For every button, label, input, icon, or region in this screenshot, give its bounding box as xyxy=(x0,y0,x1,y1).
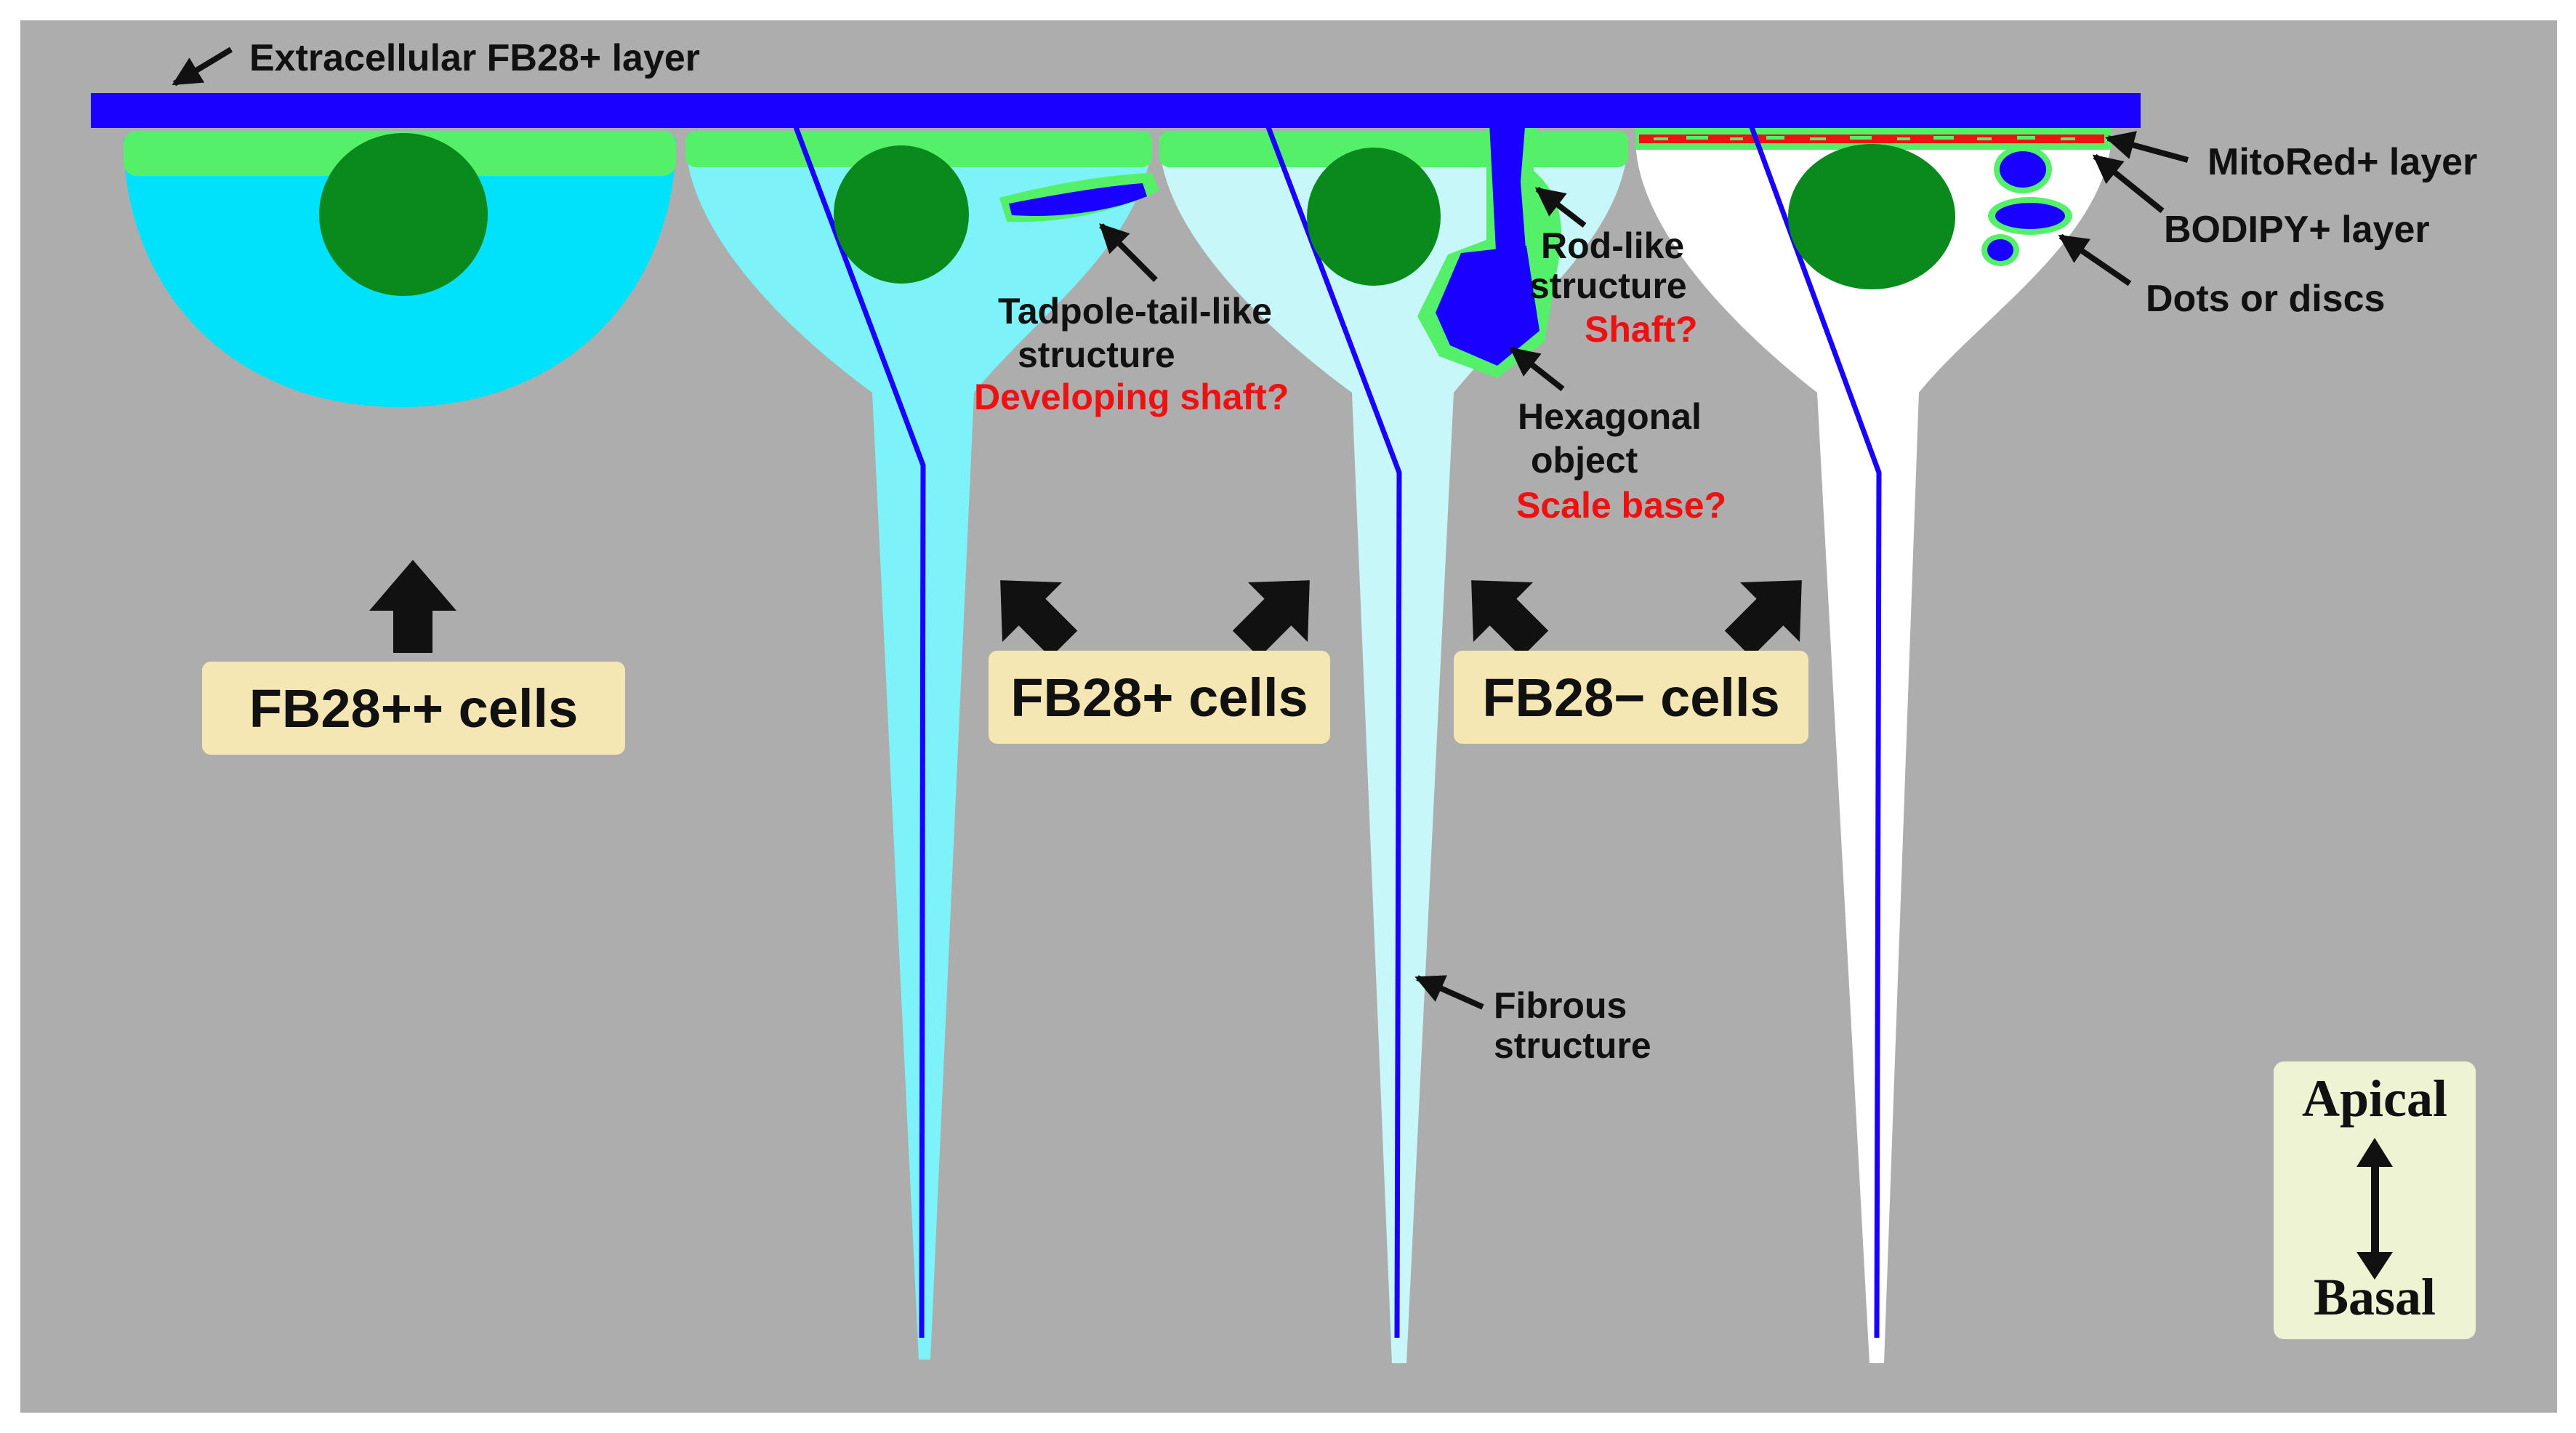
block-arrow-fb28p-left xyxy=(1000,580,1078,658)
rod-label-line1: Rod-like xyxy=(1541,225,1684,266)
mitored-layer-label: MitoRed+ layer xyxy=(2207,141,2477,183)
hexagon-label-line1: Hexagonal xyxy=(1518,396,1702,437)
arrow-mitored xyxy=(2105,131,2189,163)
fibrous-label-line2: structure xyxy=(1494,1025,1651,1066)
fb28p-cell-2 xyxy=(685,126,1159,1360)
fb28m-cell-3-body xyxy=(1159,138,1628,1363)
fb28m-label: FB28− cells xyxy=(1482,667,1779,728)
fb28p-cell-2-body xyxy=(685,138,1152,1360)
rod-like-structure xyxy=(1489,109,1526,258)
block-arrow-fb28pp xyxy=(369,560,456,653)
tadpole-label-line2: structure xyxy=(1018,334,1175,375)
axis-double-arrow xyxy=(2356,1138,2393,1280)
fibrous-structure-cell2 xyxy=(793,126,926,1338)
block-arrow-fb28m-right xyxy=(1724,580,1802,658)
nucleus-cell3 xyxy=(1307,148,1441,286)
arrow-hexagon xyxy=(1509,346,1565,392)
arrow-dots xyxy=(2058,233,2132,286)
block-arrow-fb28p-right xyxy=(1232,580,1310,658)
unlabeled-cell-4 xyxy=(1635,126,2112,1363)
dot-1 xyxy=(2000,151,2046,188)
arrow-fibrous xyxy=(1414,975,1484,1010)
block-arrow-fb28m-left xyxy=(1471,580,1549,658)
tadpole-tail-core xyxy=(1009,183,1147,216)
fb28pp-label-box xyxy=(202,662,625,755)
fb28pp-cell xyxy=(124,131,676,407)
rod-label-line2: structure xyxy=(1529,265,1687,306)
nucleus-cell4 xyxy=(1788,144,1955,289)
arrow-tadpole xyxy=(1099,223,1158,282)
dot-2 xyxy=(1987,239,2013,261)
axis-basal: Basal xyxy=(2314,1268,2436,1326)
fb28pp-label: FB28++ cells xyxy=(249,678,579,739)
mitored-layer xyxy=(1639,135,2104,143)
nucleus-cell1 xyxy=(319,133,488,296)
block-arrows xyxy=(369,560,1802,658)
tadpole-label-line1: Tadpole-tail-like xyxy=(998,291,1272,332)
fb28m-label-box xyxy=(1454,651,1808,744)
arrow-bodipy xyxy=(2092,153,2165,214)
disc xyxy=(1995,203,2065,229)
fb28p-label: FB28+ cells xyxy=(1010,667,1308,728)
fb28p-label-box xyxy=(989,651,1330,744)
extracellular-fb28-layer xyxy=(91,93,2141,128)
hexagon-label-line2: object xyxy=(1531,440,1638,481)
rod-hypothesis: Shaft? xyxy=(1585,309,1698,350)
cell-4-body xyxy=(1635,138,2112,1363)
dots-discs-label: Dots or discs xyxy=(2146,278,2385,320)
hexagon-hypothesis: Scale base? xyxy=(1516,485,1726,526)
tadpole-hypothesis: Developing shaft? xyxy=(974,377,1289,417)
extracellular-layer-label: Extracellular FB28+ layer xyxy=(249,37,700,79)
arrow-extracellular xyxy=(172,47,233,87)
axis-apical: Apical xyxy=(2302,1069,2447,1128)
arrow-rod xyxy=(1534,186,1587,228)
fibrous-label-line1: Fibrous xyxy=(1494,985,1627,1026)
bodipy-layer-label: BODIPY+ layer xyxy=(2164,209,2430,251)
hexagonal-object xyxy=(1436,246,1539,366)
fb28m-cell-3 xyxy=(1159,109,1628,1363)
pointer-arrows xyxy=(172,47,2189,1010)
nucleus-cell2 xyxy=(834,145,969,284)
